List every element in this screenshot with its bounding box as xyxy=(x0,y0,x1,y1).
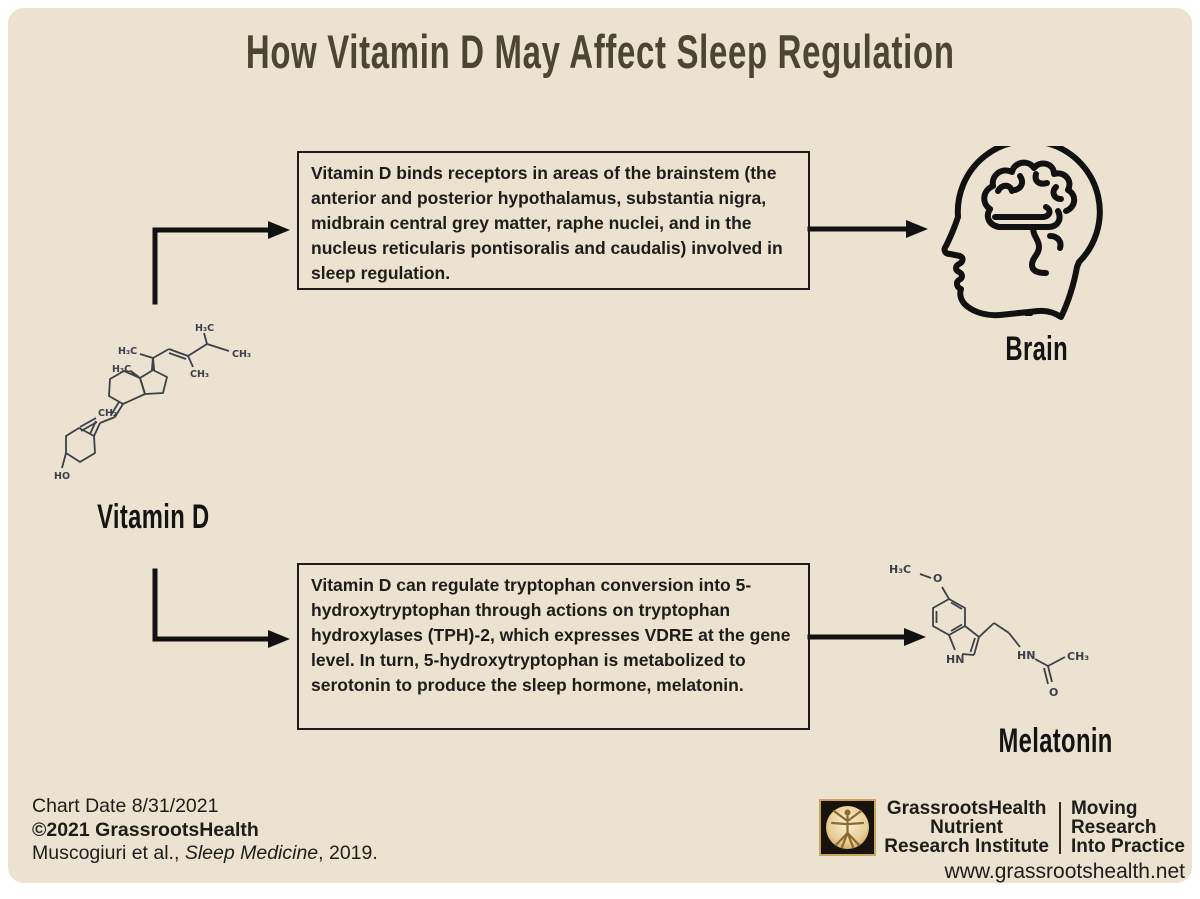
brain-head-icon xyxy=(941,146,1103,320)
arrow-vitamind-to-brainstem-box xyxy=(152,221,290,305)
page-title: How Vitamin D May Affect Sleep Regulatio… xyxy=(0,24,1200,79)
brain-node-label: Brain xyxy=(1005,330,1069,368)
vitamin-d-molecule: H₃C CH₃ H₃C CH₃ H₃C CH₂ HO xyxy=(54,323,251,482)
chem-label: H₃C xyxy=(195,323,214,334)
grassrootshealth-logo-block: GrassrootsHealth Nutrient Research Insti… xyxy=(819,799,1185,856)
vitamin-d-node-label: Vitamin D xyxy=(96,498,210,536)
chem-label: CH₂ xyxy=(98,408,117,419)
chart-date: Chart Date 8/31/2021 xyxy=(32,795,219,817)
brainstem-pathway-box: Vitamin D binds receptors in areas of th… xyxy=(297,151,810,290)
chem-label: CH₃ xyxy=(1067,650,1089,663)
chem-label: CH₃ xyxy=(190,369,209,380)
chem-label: HO xyxy=(54,471,70,482)
chem-label: CH₃ xyxy=(232,349,251,360)
chem-label: H₃C xyxy=(118,346,137,357)
melatonin-node-label: Melatonin xyxy=(998,722,1114,760)
citation-journal: Sleep Medicine xyxy=(184,842,319,864)
chem-label: O xyxy=(933,572,942,585)
chem-label: H₃C xyxy=(889,563,911,576)
melatonin-molecule: H₃C O HN HN CH₃ O xyxy=(889,563,1089,699)
chem-label: HN xyxy=(1017,649,1035,662)
chem-label: H₃C xyxy=(112,364,131,375)
arrow-vitamind-to-tryptophan-box xyxy=(152,568,290,648)
vitruvian-man-logo-icon xyxy=(819,799,877,856)
arrow-brainstem-box-to-brain xyxy=(807,220,928,238)
footer-credits: Chart Date 8/31/2021 ©2021 GrassrootsHea… xyxy=(32,795,378,866)
arrow-tryptophan-box-to-melatonin xyxy=(807,628,926,646)
cream-panel xyxy=(8,8,1192,883)
chem-label: HN xyxy=(946,653,964,666)
copyright: ©2021 GrassrootsHealth xyxy=(32,818,259,841)
tryptophan-pathway-box: Vitamin D can regulate tryptophan conver… xyxy=(297,563,810,730)
logo-tagline: Moving Research Into Practice xyxy=(1070,798,1185,857)
website-url: www.grassrootshealth.net xyxy=(944,860,1185,883)
page-title-text: How Vitamin D May Affect Sleep Regulatio… xyxy=(245,25,955,78)
logo-divider xyxy=(1058,801,1061,854)
citation: Muscogiuri et al., Sleep Medicine, 2019. xyxy=(32,842,378,864)
chem-label: O xyxy=(1049,686,1058,699)
logo-org-name: GrassrootsHealth Nutrient Research Insti… xyxy=(884,798,1049,857)
